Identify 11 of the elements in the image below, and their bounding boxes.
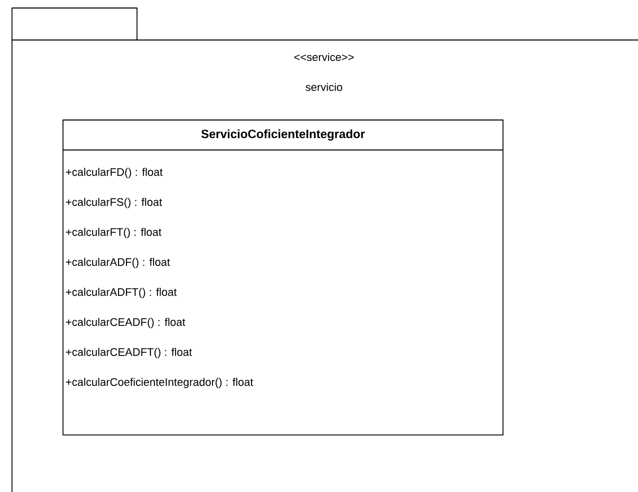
operation: +calcularFS() : float	[66, 198, 162, 208]
operation: +calcularFT() : float	[66, 228, 162, 238]
operation: +calcularADFT() : float	[66, 288, 177, 298]
operation: +calcularFD() : float	[66, 168, 163, 178]
operation: +calcularCEADF() : float	[66, 318, 186, 328]
operation: +calcularCoeficienteIntegrador() : float	[66, 378, 254, 388]
operation: +calcularADF() : float	[66, 258, 170, 268]
class-name: ServicioCoficienteIntegrador	[201, 129, 365, 141]
package-name: servicio	[306, 82, 342, 92]
stereotype-label: <<service>>	[294, 52, 354, 62]
operation: +calcularCEADFT() : float	[66, 348, 192, 358]
